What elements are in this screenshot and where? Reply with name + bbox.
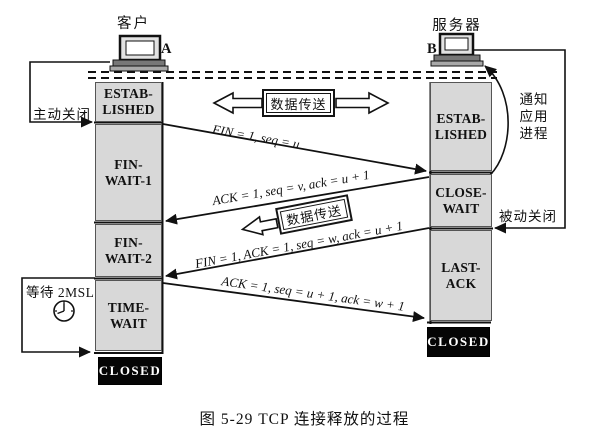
server-state-close-wait: CLOSE- WAIT bbox=[430, 174, 492, 227]
client-computer-icon bbox=[109, 34, 169, 72]
ack-segment-arrow bbox=[165, 176, 430, 225]
last-ack-segment-arrow bbox=[162, 282, 425, 322]
data-transfer-mid-left-arrow-icon bbox=[240, 215, 279, 236]
server-state-closed: CLOSED bbox=[427, 327, 490, 357]
server-computer-icon bbox=[430, 32, 484, 67]
passive-close-arrow bbox=[474, 49, 566, 234]
client-role-label: 客户 bbox=[117, 16, 150, 32]
data-transfer-badge-top-text: 数据传送 bbox=[266, 93, 331, 113]
fin-ack-segment-arrow bbox=[165, 227, 430, 280]
notify-app-arrow bbox=[484, 65, 509, 176]
wait-2msl-arrow bbox=[21, 277, 95, 358]
wait-2msl-label: 等待 2MSL bbox=[26, 285, 95, 300]
data-transfer-badge-top: 数据传送 bbox=[262, 89, 335, 117]
data-transfer-right-arrow-icon bbox=[335, 91, 390, 115]
figure-caption: 图 5-29 TCP 连接释放的过程 bbox=[199, 411, 410, 428]
client-host-letter: A bbox=[161, 41, 172, 57]
client-state-fin-wait-1: FIN- WAIT-1 bbox=[95, 124, 162, 221]
server-state-established: ESTAB- LISHED bbox=[430, 82, 492, 171]
active-close-label: 主动关闭 bbox=[33, 107, 91, 122]
data-transfer-left-arrow-icon bbox=[212, 91, 263, 115]
server-state-last-ack: LAST- ACK bbox=[430, 230, 492, 321]
client-state-fin-wait-2: FIN- WAIT-2 bbox=[95, 224, 162, 277]
clock-icon bbox=[53, 300, 75, 322]
active-close-arrow bbox=[29, 61, 110, 128]
client-state-time-wait: TIME- WAIT bbox=[95, 280, 162, 351]
server-role-label: 服务器 bbox=[432, 18, 482, 34]
client-state-established: ESTAB- LISHED bbox=[95, 82, 162, 122]
fin-segment-arrow bbox=[162, 123, 427, 175]
server-host-letter: B bbox=[427, 41, 437, 57]
passive-close-label: 被动关闭 bbox=[499, 209, 557, 224]
client-state-closed: CLOSED bbox=[98, 357, 162, 385]
notify-app-label: 通知 应用 进程 bbox=[519, 92, 549, 141]
